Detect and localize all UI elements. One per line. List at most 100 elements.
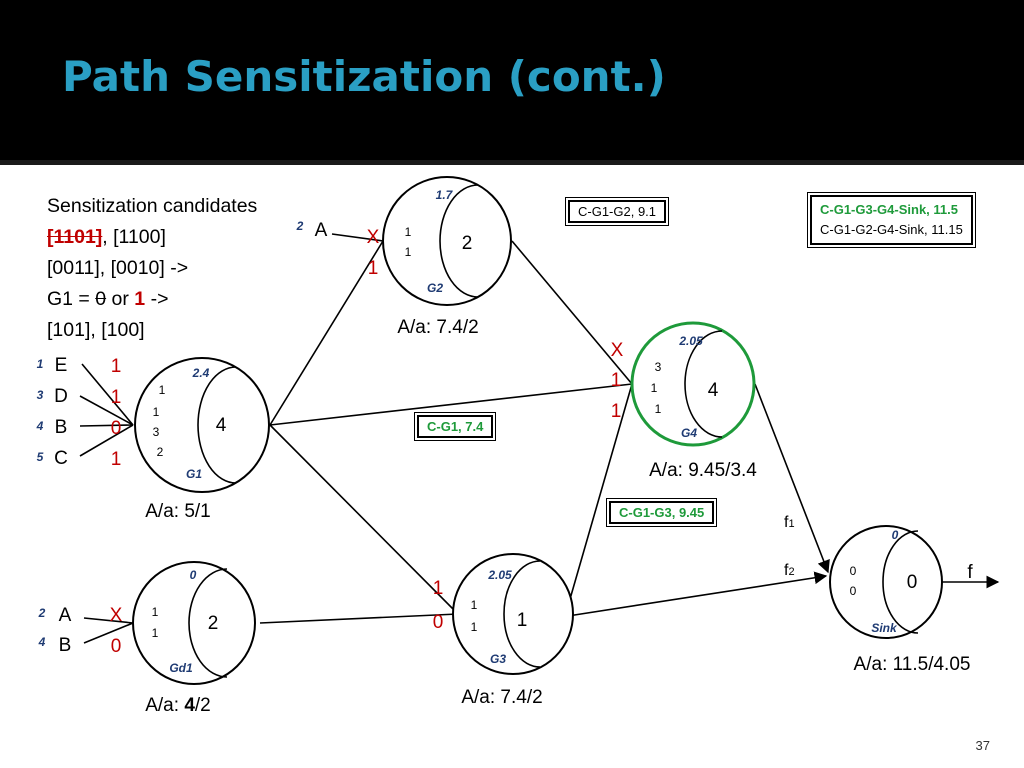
input-e-name: E xyxy=(55,355,68,376)
wire-b-to-g1 xyxy=(79,424,134,427)
input-c-name: C xyxy=(54,448,68,469)
wire-c-to-g1 xyxy=(79,424,134,457)
g1-equals: G1 = xyxy=(47,288,96,310)
wire-g3-to-g4 xyxy=(567,383,633,607)
gate-sink-output-arc xyxy=(882,530,919,634)
wire-g1-to-g2 xyxy=(269,240,384,426)
sink-labels: f1 f2 f xyxy=(784,514,973,583)
path-box-sink-paths: C-G1-G3-G4-Sink, 11.5 C-G1-G2-G4-Sink, 1… xyxy=(807,192,976,248)
gate-g2-pin-2: 1 xyxy=(405,245,412,259)
path-c-g1-g2-g4-sink: C-G1-G2-G4-Sink, 11.15 xyxy=(820,222,963,237)
candidates-line-2: [1101], [1100] xyxy=(47,222,257,253)
candidate-1100: , [1100] xyxy=(102,226,166,248)
input-d-index: 3 xyxy=(37,388,44,402)
g1-zero-struck: 0 xyxy=(95,288,107,310)
gate-g3-aa: A/a: 7.4/2 xyxy=(461,687,542,708)
sink-label-f2-base: f xyxy=(784,562,789,579)
gate-g4-pin-2: 1 xyxy=(651,381,658,395)
wire-a-to-gd1 xyxy=(83,617,134,624)
sink-label-f1-sub: 1 xyxy=(788,518,794,530)
g2-input-x: X xyxy=(367,227,380,248)
g2-input-name: A xyxy=(315,220,328,241)
sensitization-candidates: Sensitization candidates [1101], [1100] … xyxy=(47,191,257,346)
gate-gd1-aa: A/a: 4/2 xyxy=(145,695,211,716)
gate-g3-output-arc xyxy=(503,560,541,668)
gate-g1-pin-2: 1 xyxy=(153,405,160,419)
gate-g4-top-value: 2.05 xyxy=(678,334,703,348)
gate-g4-output-arc xyxy=(684,330,723,438)
gate-g3: 2.05 1 1 1 G3 A/a: 7.4/2 xyxy=(452,553,574,708)
gate-gd1-output: 2 xyxy=(208,613,219,634)
gate-g2-output-arc xyxy=(439,184,479,298)
gate-g3-pin-2: 1 xyxy=(471,620,478,634)
input-b-value: 0 xyxy=(111,418,122,439)
gate-g2-aa: A/a: 7.4/2 xyxy=(397,317,478,338)
gate-sink-output: 0 xyxy=(907,572,918,593)
gate-g1-output: 4 xyxy=(216,415,227,436)
slide-title: Path Sensitization (cont.) xyxy=(62,52,666,101)
gate-g3-outline xyxy=(452,553,574,675)
input-e-value: 1 xyxy=(111,356,122,377)
gate-g4-name: G4 xyxy=(681,426,697,440)
wire-g2-to-g4 xyxy=(511,240,633,385)
gate-gd1-pin-1: 1 xyxy=(152,605,159,619)
wire-gd1-to-g3 xyxy=(259,613,459,624)
wire-g3-to-sink xyxy=(567,571,828,617)
wire-b-to-gd1 xyxy=(83,622,134,644)
gate-g1-pin-1: 1 xyxy=(159,383,166,397)
gate-g1: 2.4 1 1 3 2 4 G1 A/a: 5/1 xyxy=(134,357,270,522)
g1-inputs: 1 E 1 3 D 1 4 B 0 5 C 1 xyxy=(36,355,122,470)
candidate-1101-struck: [1101] xyxy=(47,226,103,248)
gate-gd1-aa-bold: 4 xyxy=(184,695,195,716)
gate-g3-output: 1 xyxy=(517,610,528,631)
sink-label-f1-base: f xyxy=(784,514,789,531)
gate-g3-top-value: 2.05 xyxy=(487,568,512,582)
wire-d-to-g1 xyxy=(79,395,134,426)
gate-sink-name: Sink xyxy=(871,621,898,635)
path-c-g1-g3-g4-sink: C-G1-G3-G4-Sink, 11.5 xyxy=(820,202,958,217)
gate-g4-outline xyxy=(630,321,756,447)
g2-input-value: 1 xyxy=(368,258,379,279)
candidates-line-4: G1 = 0 or 1 -> xyxy=(47,284,257,315)
gate-g4-pin-1: 3 xyxy=(655,360,662,374)
g1-one: 1 xyxy=(134,288,146,310)
gate-gd1-output-arc xyxy=(188,568,228,678)
title-bar: Path Sensitization (cont.) xyxy=(0,0,1024,160)
title-divider xyxy=(0,160,1024,165)
input-e-index: 1 xyxy=(37,357,44,371)
input-c-value: 1 xyxy=(111,449,122,470)
gate-gd1-aa-prefix: A/a: xyxy=(145,695,184,716)
sink-label-f2: f2 xyxy=(784,562,795,579)
sink-label-out: f xyxy=(967,562,973,583)
gate-g3-name: G3 xyxy=(490,652,506,666)
gate-g4-pin-3: 1 xyxy=(655,402,662,416)
gate-g1-pin-4: 2 xyxy=(157,445,164,459)
input-b-name: B xyxy=(55,417,68,438)
g4-marks: X 1 1 xyxy=(611,340,624,422)
or-text: or xyxy=(106,288,135,310)
g4-mark-x: X xyxy=(611,340,624,361)
wire-g1-to-g4 xyxy=(269,383,633,426)
gate-gd1: 0 1 1 2 Gd1 A/a: 4/2 xyxy=(132,561,256,716)
gd1-input-b-name: B xyxy=(59,635,72,656)
wire-e-to-g1 xyxy=(81,363,134,426)
gate-g4-aa: A/a: 9.45/3.4 xyxy=(649,460,757,481)
path-box-c-g1: C-G1, 7.4 xyxy=(413,412,497,441)
gate-g2-output: 2 xyxy=(462,233,473,254)
wire-a-to-g2 xyxy=(331,233,384,242)
gd1-input-a-value: X xyxy=(110,605,123,626)
arrow-text: -> xyxy=(145,288,169,310)
g2-input: 2 A X 1 xyxy=(296,219,380,279)
wire-g1-to-g3 xyxy=(269,424,459,615)
path-box-c-g1-g2: C-G1-G2, 9.1 xyxy=(564,197,670,226)
input-b-index: 4 xyxy=(36,419,44,433)
gate-sink-top-value: 0 xyxy=(892,528,899,542)
gate-g2-pin-1: 1 xyxy=(405,225,412,239)
gd1-input-b-index: 4 xyxy=(38,635,46,649)
gate-g1-pin-3: 3 xyxy=(153,425,160,439)
gd1-input-a-index: 2 xyxy=(38,606,46,620)
gate-g4-output: 4 xyxy=(708,380,719,401)
gate-sink-outline xyxy=(829,525,943,639)
slide-number: 37 xyxy=(975,738,990,753)
